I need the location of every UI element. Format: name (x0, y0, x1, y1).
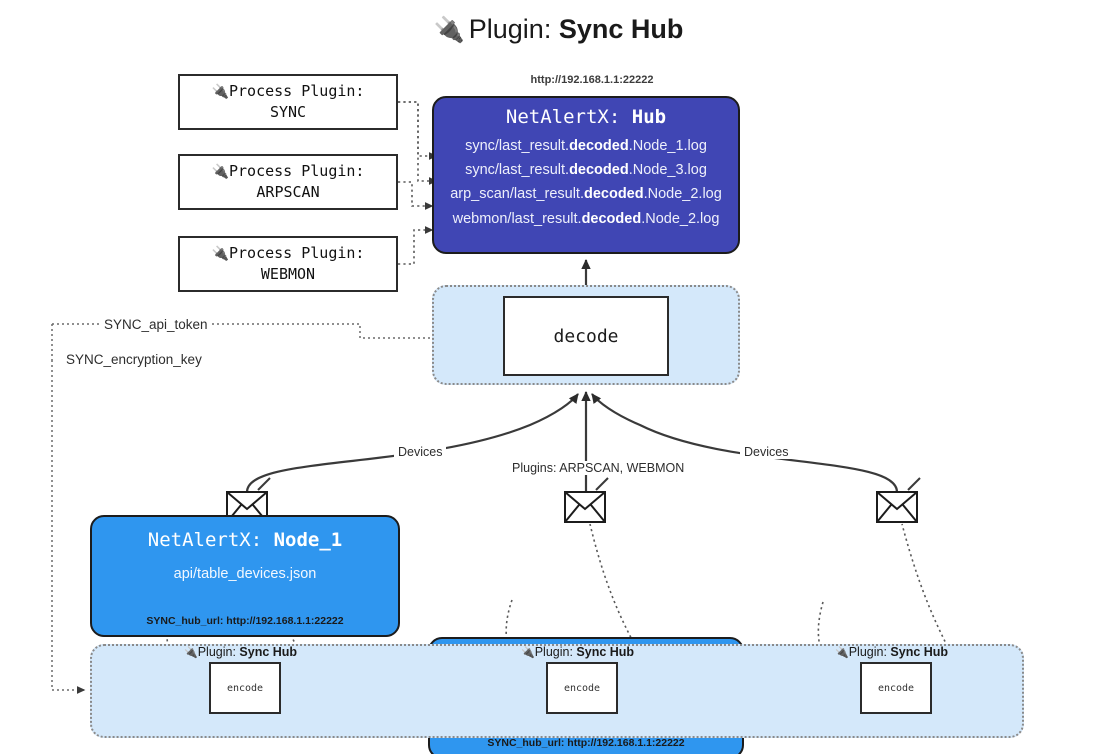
page-title: 🔌Plugin: Sync Hub (0, 14, 1117, 45)
encode-box[interactable]: encode (546, 662, 618, 714)
hub-url-label: http://192.168.1.1:22222 (530, 74, 654, 86)
plug-icon: 🔌 (211, 84, 229, 101)
encoder-plugin-tag: 🔌Plugin: Sync Hub (184, 645, 298, 659)
process-plugin-arpscan[interactable]: 🔌Process Plugin: ARPSCAN (178, 154, 398, 210)
edge-label-devices-right: Devices (740, 445, 793, 459)
encoder-plugin-tag: 🔌Plugin: Sync Hub (521, 645, 635, 659)
sync-encryption-key-label: SYNC_encryption_key (62, 352, 206, 367)
process-plugin-name: ARPSCAN (256, 183, 320, 202)
hub-box[interactable]: NetAlertX: Hub sync/last_result.decoded.… (432, 96, 740, 254)
encode-box[interactable]: encode (209, 662, 281, 714)
node-box-node-1[interactable]: NetAlertX: Node_1 api/table_devices.json… (90, 515, 400, 637)
envelope-icon (876, 491, 918, 528)
node-title: NetAlertX: Node_1 (147, 529, 343, 551)
plug-icon: 🔌 (184, 647, 198, 659)
hub-log-line: sync/last_result.decoded.Node_3.log (465, 162, 707, 179)
decode-box[interactable]: decode (503, 296, 669, 376)
plug-icon: 🔌 (433, 16, 465, 44)
encode-box[interactable]: encode (860, 662, 932, 714)
process-plugin-label: Process Plugin: (228, 82, 365, 101)
node-hub-url-label: SYNC_hub_url: http://192.168.1.1:22222 (487, 737, 685, 749)
edge-label-devices-left: Devices (394, 445, 447, 459)
process-plugin-name: SYNC (269, 103, 307, 122)
hub-log-line: webmon/last_result.decoded.Node_2.log (452, 210, 720, 227)
encoder-plugin-tag: 🔌Plugin: Sync Hub (835, 645, 949, 659)
plug-icon: 🔌 (211, 246, 229, 263)
envelope-icon (564, 491, 606, 528)
node-lines: api/table_devices.json (92, 563, 398, 585)
hub-title-name: Hub (631, 106, 667, 128)
edge-label-plugins: Plugins: ARPSCAN, WEBMON (508, 461, 689, 475)
page-title-name: Sync Hub (558, 14, 684, 44)
process-plugin-sync[interactable]: 🔌Process Plugin: SYNC (178, 74, 398, 130)
plug-icon: 🔌 (835, 647, 849, 659)
node-hub-url-label: SYNC_hub_url: http://192.168.1.1:22222 (146, 615, 344, 627)
process-plugin-webmon[interactable]: 🔌Process Plugin: WEBMON (178, 236, 398, 292)
hub-title-prefix: NetAlertX: (505, 106, 632, 128)
hub-title: NetAlertX: Hub (434, 106, 738, 128)
hub-log-line: arp_scan/last_result.decoded.Node_2.log (450, 186, 722, 203)
process-plugin-label: Process Plugin: (228, 244, 365, 263)
process-plugin-label: Process Plugin: (228, 162, 365, 181)
sync-api-token-label: SYNC_api_token (100, 317, 212, 332)
process-plugin-name: WEBMON (260, 265, 316, 284)
node-line: api/table_devices.json (173, 566, 317, 582)
plug-icon: 🔌 (211, 164, 229, 181)
hub-log-line: sync/last_result.decoded.Node_1.log (465, 138, 707, 154)
plug-icon: 🔌 (521, 647, 535, 659)
page-title-prefix: Plugin: (468, 14, 559, 44)
